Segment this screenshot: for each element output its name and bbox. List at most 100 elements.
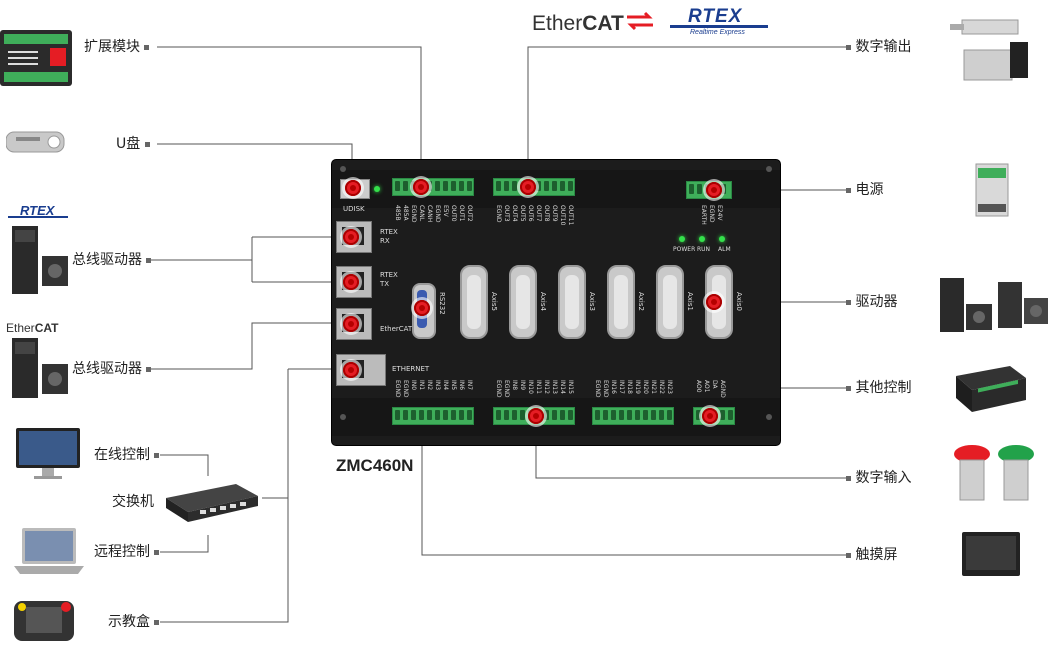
rtex-logo-sub: Realtime Express	[690, 29, 745, 36]
pin-label: EGND	[495, 205, 502, 223]
pneumatic-valve-icon	[950, 19, 1028, 81]
axis-label: Axis3	[588, 292, 596, 311]
rtex-tx-label: RTEX TX	[380, 271, 398, 289]
pin-label: OUT11	[567, 205, 574, 226]
teach-pendant-icon	[14, 601, 74, 641]
pin-label: IN10	[527, 380, 534, 394]
label-text: 示教盒	[108, 614, 150, 630]
pin-label: IN22	[658, 380, 665, 394]
pin-label: IN9	[519, 380, 526, 391]
stepper-drive-icon	[940, 278, 1048, 332]
pin-label: OUT9	[551, 205, 558, 222]
rs232-hotspot[interactable]	[414, 300, 430, 316]
label-text: 驱动器	[855, 294, 898, 310]
led-power	[679, 236, 685, 242]
bottom-terminal-2-hotspot[interactable]	[528, 408, 544, 424]
pin-label: IN21	[650, 380, 657, 394]
pin-label: OUT10	[559, 205, 566, 226]
laptop-icon	[14, 528, 84, 574]
pin-label: EGND	[434, 205, 441, 223]
top-left-terminal[interactable]	[392, 178, 474, 196]
pin-label: IN17	[618, 380, 625, 394]
pin-label: IN20	[642, 380, 649, 394]
ethercat-mini-prefix: Ether	[6, 321, 35, 335]
mount-hole	[766, 166, 772, 172]
touch-panel-icon	[962, 532, 1020, 576]
bottom-terminal-1[interactable]	[392, 407, 474, 425]
label-text: 其他控制	[855, 380, 912, 396]
pin-label: OUT3	[503, 205, 510, 222]
pin-label: CANH	[426, 205, 433, 223]
mount-hole	[766, 414, 772, 420]
rtex-rx-hotspot[interactable]	[343, 229, 359, 245]
pc-monitor-icon	[16, 428, 80, 479]
pin-label: IN5	[450, 380, 457, 391]
axis-connector[interactable]	[509, 265, 537, 339]
rtex-tx-hotspot[interactable]	[343, 274, 359, 290]
ethercat-mini-logo: EtherCAT	[6, 321, 58, 335]
axis-label: Axis2	[637, 292, 645, 311]
mount-hole	[340, 166, 346, 172]
rtex-logo-bar	[670, 25, 768, 28]
pin-label: OUT2	[466, 205, 473, 222]
ethernet-port-label: ETHERNET	[392, 365, 430, 373]
rtex-rx-text: RTEX RX	[380, 228, 398, 245]
pin-label: IN0	[410, 380, 417, 391]
label-text: 电源	[855, 182, 884, 198]
servo-drive-icon	[12, 338, 68, 398]
pin-label: AO1	[703, 380, 710, 393]
power-supply-icon	[975, 163, 1009, 217]
pin-label: IN6	[458, 380, 465, 391]
axis-connector[interactable]	[460, 265, 488, 339]
ethercat-hotspot[interactable]	[343, 316, 359, 332]
axis-connector[interactable]	[656, 265, 684, 339]
rtex-logo-text: RTEX	[688, 6, 743, 27]
label-text: 数字输入	[855, 470, 912, 486]
led-alm	[719, 236, 725, 242]
label-text: 在线控制	[94, 447, 150, 463]
label-bus-drive-ethercat: 总线驱动器	[72, 361, 152, 377]
label-remote-control: 远程控制	[94, 544, 160, 560]
pin-label: 485A	[402, 205, 409, 221]
pin-label: IN15	[567, 380, 574, 394]
network-switch-icon	[166, 484, 258, 522]
power-terminal-hotspot[interactable]	[706, 182, 722, 198]
rtex-logo: RTEX	[688, 6, 742, 28]
pin-label: IN8	[511, 380, 518, 391]
pin-label: EGND	[708, 205, 715, 223]
ethernet-hotspot[interactable]	[343, 362, 359, 378]
pin-label: EGND	[602, 380, 609, 398]
label-bus-drive-rtex: 总线驱动器	[72, 252, 152, 268]
bottom-terminal-4-hotspot[interactable]	[702, 408, 718, 424]
push-button-icon	[954, 445, 1034, 501]
top-mid-terminal-hotspot[interactable]	[520, 179, 536, 195]
led-run-label: RUN	[697, 246, 711, 253]
axis0-hotspot[interactable]	[706, 294, 722, 310]
rs232-label: RS232	[438, 292, 446, 315]
label-power: 电源	[846, 182, 883, 198]
ethercat-arrows-icon	[627, 11, 653, 31]
udisk-hotspot[interactable]	[345, 180, 361, 196]
pin-label: OUT4	[511, 205, 518, 222]
pin-label: IN2	[426, 380, 433, 391]
axis-connector[interactable]	[607, 265, 635, 339]
pin-label: OUT6	[527, 205, 534, 222]
bottom-terminal-3[interactable]	[592, 407, 674, 425]
pin-label: IN12	[543, 380, 550, 394]
pin-label: EGND	[410, 205, 417, 223]
pin-label: AO0	[695, 380, 702, 393]
axis-connector[interactable]	[558, 265, 586, 339]
label-driver: 驱动器	[846, 294, 897, 310]
top-left-terminal-hotspot[interactable]	[413, 179, 429, 195]
ethercat-logo: EtherCAT	[532, 12, 624, 36]
rtex-tx-text: RTEX TX	[380, 271, 398, 288]
udisk-led	[374, 186, 380, 192]
mount-hole	[340, 414, 346, 420]
led-power-label: POWER	[673, 246, 696, 253]
rtex-rx-label: RTEX RX	[380, 228, 398, 246]
pin-label: EARTH	[700, 205, 707, 225]
pin-label: IN11	[535, 380, 542, 394]
pin-label: EGND	[495, 380, 502, 398]
ethercat-logo-prefix: Ether	[532, 12, 583, 35]
